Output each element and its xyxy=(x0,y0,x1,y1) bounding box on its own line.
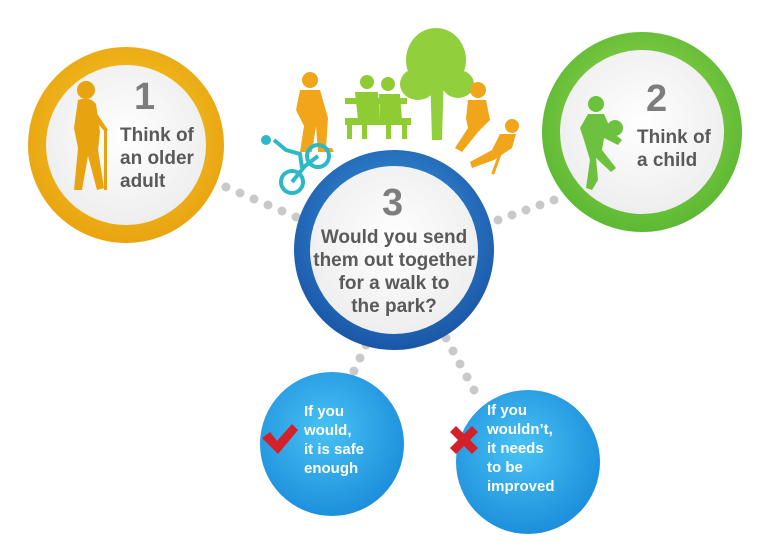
connector-2-to-3 xyxy=(493,195,559,225)
cross-icon xyxy=(450,426,478,454)
circle-1-line-2: an older xyxy=(120,148,194,169)
connector-1-to-3 xyxy=(221,182,301,222)
circle-2-label: Think of a child xyxy=(637,126,711,172)
older-adult-with-cane-icon xyxy=(74,81,108,190)
circle-3-line-2: them out together xyxy=(313,250,475,271)
circle-2-face xyxy=(560,50,724,214)
circle-2-number: 2 xyxy=(646,78,668,120)
circle-3-number: 3 xyxy=(382,182,404,224)
outcome-yes-bubble xyxy=(260,372,404,516)
circle-2-line-1: Think of xyxy=(637,127,711,148)
couple-on-bench-icon xyxy=(345,75,411,139)
person-with-crutch-icon xyxy=(470,119,519,175)
outcome-no-text: If you wouldn’t, it needs to be improved xyxy=(487,401,555,496)
outcome-no-line-2: wouldn’t, xyxy=(487,421,553,438)
circle-1-line-1: Think of xyxy=(120,125,194,146)
outcome-yes-line-1: If you xyxy=(304,403,344,420)
outcome-yes-line-4: enough xyxy=(304,460,359,477)
circle-2-line-2: a child xyxy=(637,150,698,171)
connector-3-to-no xyxy=(441,333,479,395)
cyclist-icon xyxy=(261,135,331,195)
outcome-no-line-4: to be xyxy=(487,459,523,476)
circle-1-line-3: adult xyxy=(120,171,166,192)
person-walking-icon xyxy=(296,72,334,152)
jogger-icon xyxy=(455,82,490,152)
outcome-no-bubble xyxy=(456,390,600,534)
circle-1-label: Think of an older adult xyxy=(120,124,194,193)
circle-3-line-3: for a walk to xyxy=(338,273,450,294)
circle-1-number: 1 xyxy=(134,76,156,118)
outcome-yes-line-3: it is safe xyxy=(304,441,365,458)
circle-3-line-1: Would you send xyxy=(320,227,468,248)
outcome-yes-line-2: would, xyxy=(304,422,352,439)
circle-3-line-4: the park? xyxy=(351,296,437,317)
circle-3-face xyxy=(310,166,478,334)
outcome-no-line-1: If you xyxy=(487,402,527,419)
outcome-no-line-5: improved xyxy=(487,478,555,495)
check-icon xyxy=(262,424,298,454)
circle-question xyxy=(294,150,494,350)
circle-child xyxy=(542,32,742,232)
park-silhouettes xyxy=(261,28,519,195)
circle-older-adult xyxy=(28,47,224,243)
child-playing-ball-icon xyxy=(580,96,623,190)
tree-icon xyxy=(400,28,474,140)
outcome-yes-text: If you would, it is safe enough xyxy=(304,402,364,478)
outcome-no-line-3: it needs xyxy=(487,440,544,457)
circle-3-question: Would you send them out together for a w… xyxy=(310,226,478,318)
